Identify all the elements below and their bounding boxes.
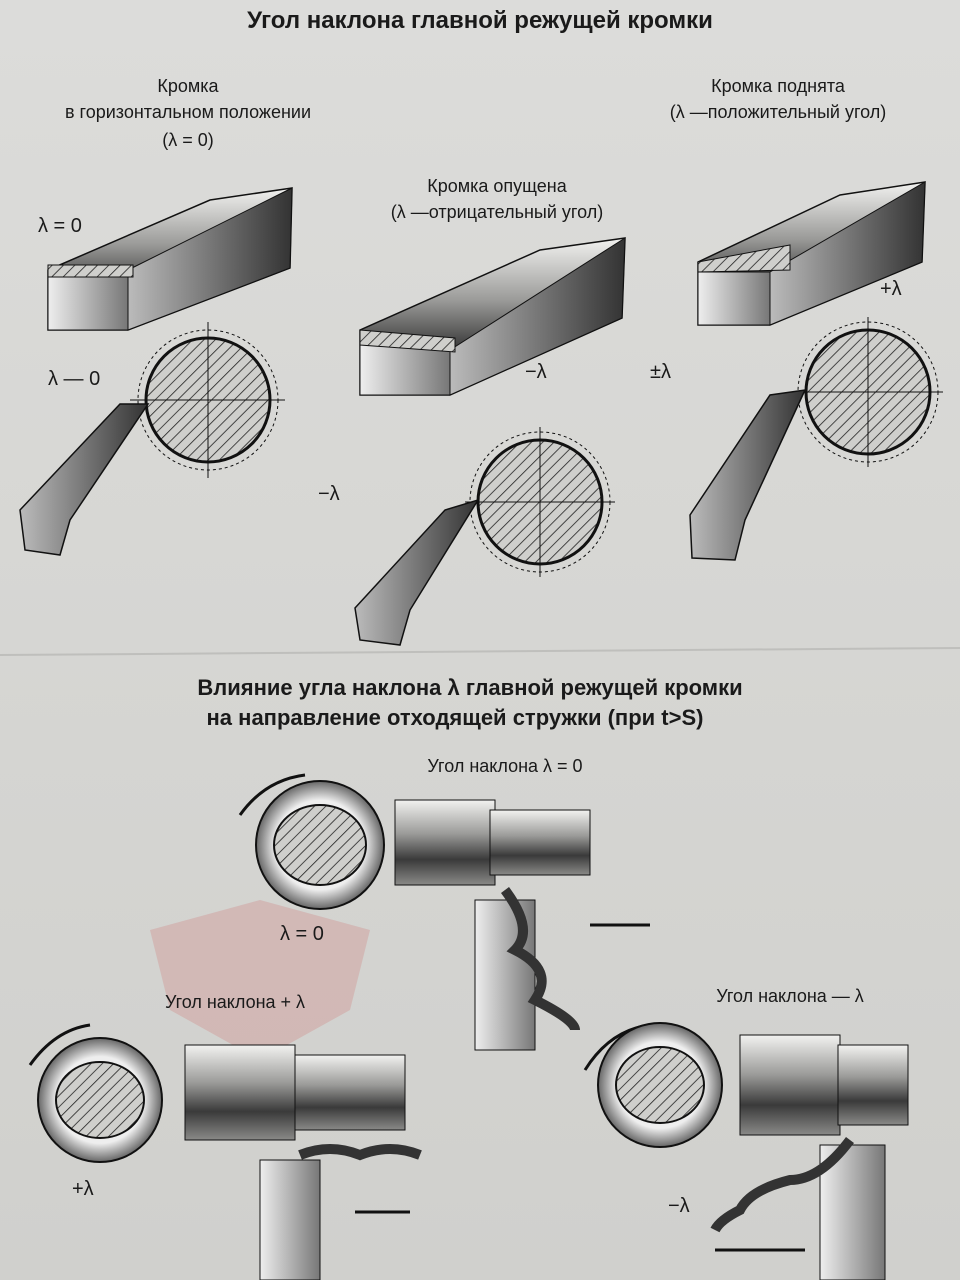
tool-bar-lowered xyxy=(359,237,626,396)
workpiece-horizontal xyxy=(130,322,285,478)
horizontal-circle-lambda-label: λ — 0 xyxy=(48,368,100,390)
positive-label: +λ xyxy=(72,1178,94,1200)
paper-fold xyxy=(0,647,960,656)
workpiece-negative xyxy=(597,1022,723,1148)
poster-title: Угол наклона главной режущей кромки xyxy=(247,7,713,34)
chip-heading-2: на направление отходящей стружки (при t>… xyxy=(207,705,704,730)
chip-negative xyxy=(710,1136,854,1233)
tool-bar-horizontal xyxy=(47,187,293,331)
chip-zero xyxy=(500,887,580,1032)
horizontal-caption-1: Кромка xyxy=(157,76,219,96)
tool-raised xyxy=(689,389,807,561)
lowered-bar-lambda-label: −λ xyxy=(525,361,547,383)
chip-heading-1: Влияние угла наклона λ главной режущей к… xyxy=(197,675,742,700)
workpiece-raised xyxy=(793,317,943,467)
rotation-arrow-icon xyxy=(238,773,306,816)
raised-caption-1: Кромка поднята xyxy=(711,76,846,96)
workpiece-lowered xyxy=(465,427,615,577)
lowered-caption-2: (λ —отрицательный угол) xyxy=(391,202,603,222)
workpiece-zero xyxy=(255,780,385,910)
horizontal-caption-3: (λ = 0) xyxy=(162,130,214,150)
negative-angle-caption: Угол наклона — λ xyxy=(716,986,864,1006)
rotation-arrow-icon xyxy=(28,1023,91,1066)
lowered-circle-lambda-label: −λ xyxy=(318,483,340,505)
workpiece-positive xyxy=(37,1037,163,1163)
horizontal-caption-2: в горизонтальном положении xyxy=(65,102,311,122)
tool-horizontal xyxy=(19,403,150,556)
tool-bar-raised xyxy=(697,181,926,326)
raised-caption-2: (λ —положительный угол) xyxy=(670,102,887,122)
raised-bar-lambda-label: +λ xyxy=(880,278,902,300)
positive-angle-caption: Угол наклона + λ xyxy=(165,992,305,1012)
shaft-negative xyxy=(710,1034,909,1280)
negative-label: −λ xyxy=(668,1195,690,1217)
lowered-caption-1: Кромка опущена xyxy=(427,176,567,196)
raised-circle-lambda-label: ±λ xyxy=(650,361,671,383)
zero-angle-caption: Угол наклона λ = 0 xyxy=(427,756,582,776)
zero-label: λ = 0 xyxy=(280,923,324,945)
tokar-watermark-logo xyxy=(150,900,370,1060)
shaft-positive xyxy=(184,1044,422,1280)
chip-positive xyxy=(298,1144,422,1161)
shaft-zero xyxy=(394,799,650,1051)
tool-lowered xyxy=(354,498,480,646)
horizontal-bar-lambda-label: λ = 0 xyxy=(38,215,82,237)
